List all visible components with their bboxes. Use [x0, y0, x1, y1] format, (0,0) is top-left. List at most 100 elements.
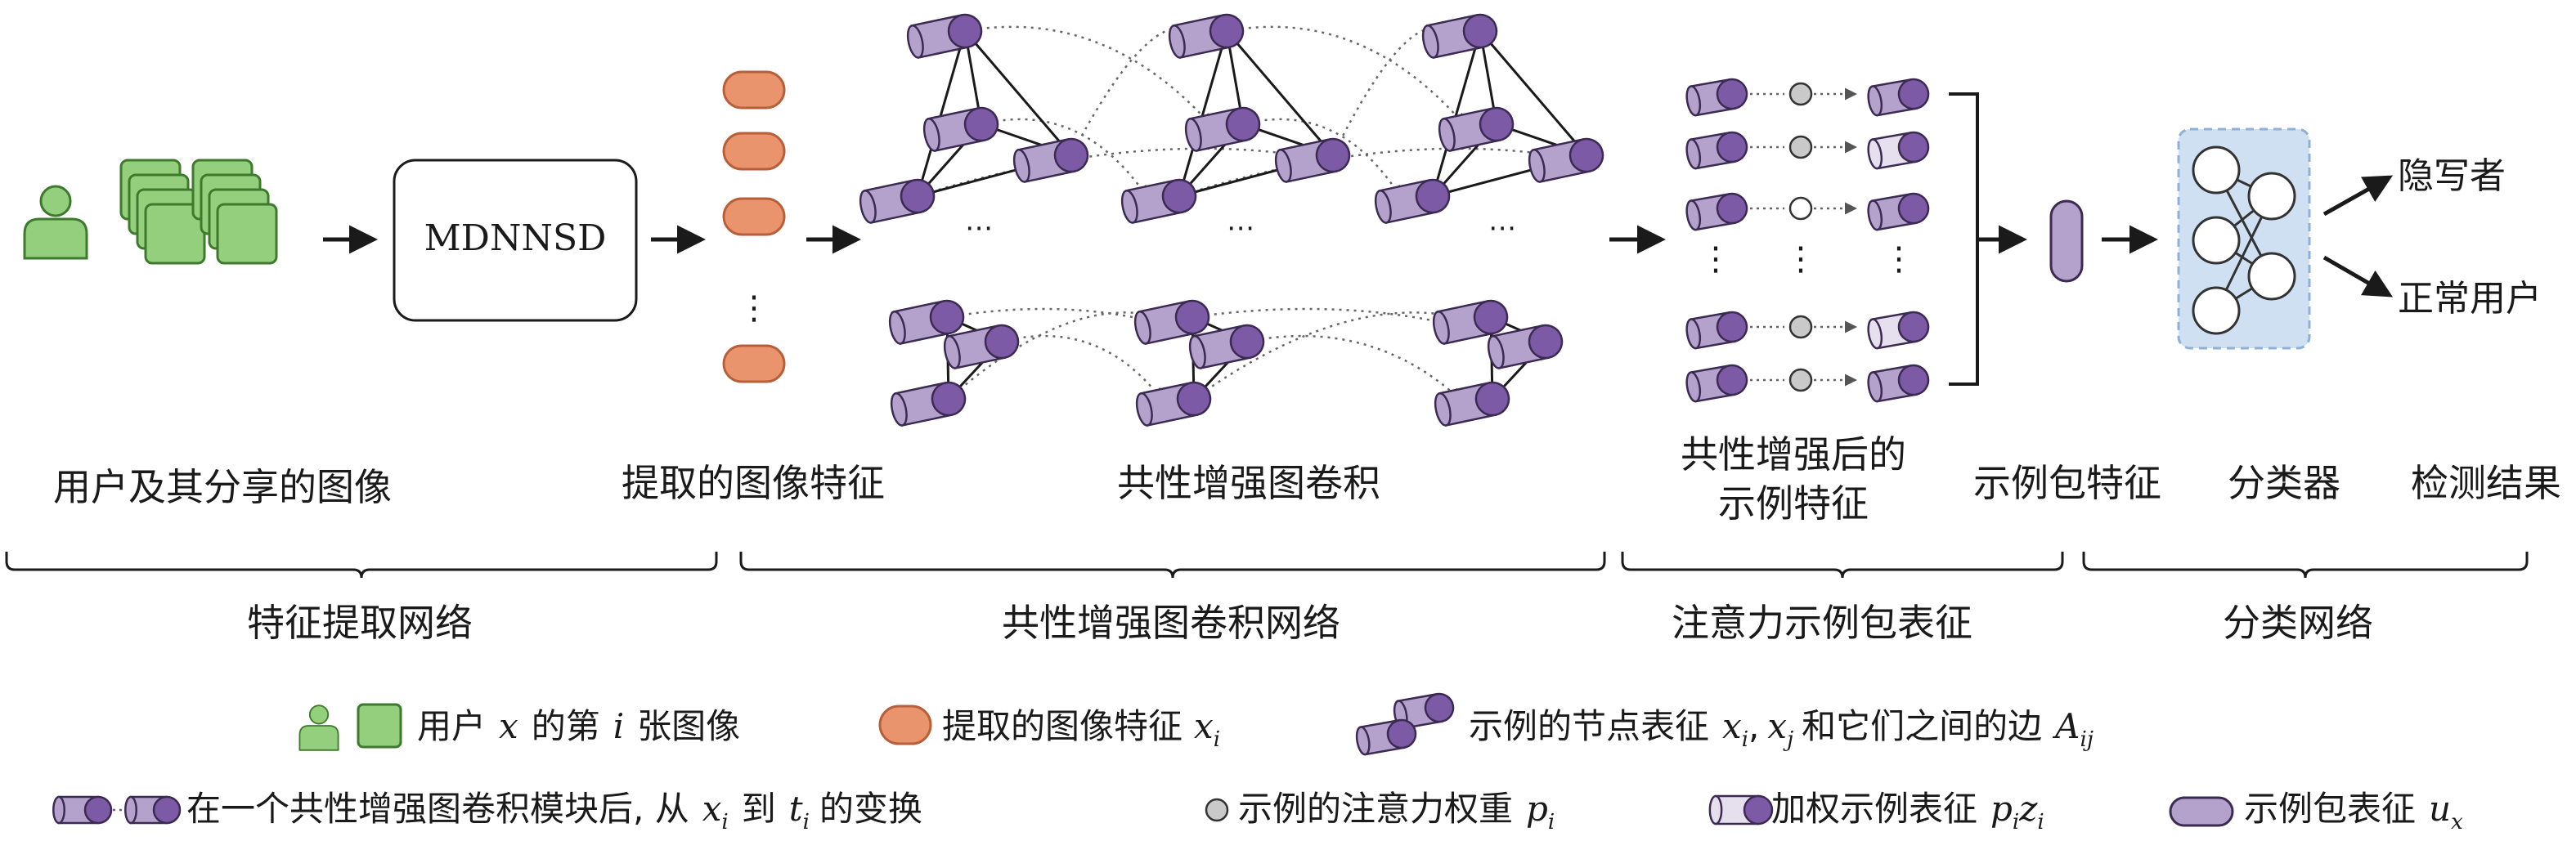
graph-node [1432, 299, 1509, 345]
graph-edge [1479, 30, 1588, 156]
section-attention-bag: 注意力示例包表征 [1672, 601, 1972, 645]
bag-feature-pill [2049, 199, 2084, 283]
attention-weight [1788, 315, 1813, 339]
enhanced-node [1685, 311, 1748, 350]
image-stack-icon [191, 159, 278, 265]
graph-node [1135, 381, 1212, 427]
attention-weight [1788, 368, 1813, 392]
brace-cegc [739, 552, 1606, 579]
legend-feature-icon [878, 705, 932, 745]
graph-edge [1225, 30, 1335, 156]
graph-ellipsis-3: ⋯ [1488, 212, 1516, 244]
graph-node [1434, 381, 1510, 427]
attention-weight [1788, 196, 1813, 221]
caption-extracted-features: 提取的图像特征 [622, 461, 885, 505]
legend-user-icon [298, 705, 339, 751]
extracted-feature-stack [722, 70, 786, 383]
arrow-to-normal [2322, 255, 2394, 298]
graph-node [1438, 106, 1515, 152]
features-vertical-ellipsis: ⋮ [738, 289, 770, 327]
nn-neuron [2247, 172, 2296, 221]
enhanced-node [1685, 131, 1748, 170]
graph-edge [1178, 30, 1228, 197]
neural-net-icon [2177, 128, 2311, 350]
transform-link [1070, 20, 1196, 156]
caption-classifier: 分类器 [2228, 461, 2340, 505]
transform-link [1193, 309, 1461, 400]
graph-node [922, 106, 999, 152]
legend-weighted-icon [1708, 794, 1774, 825]
graph-node [890, 381, 967, 427]
legend-cylinder-a [1393, 692, 1455, 730]
merge-bracket [1949, 92, 1979, 386]
transform-link [1226, 25, 1465, 127]
graph-edge [916, 30, 967, 197]
legend-image-icon [357, 703, 402, 749]
legend-weighted-cylinder [1708, 794, 1774, 825]
graph-node [1012, 137, 1089, 183]
weighted-node [1867, 78, 1930, 117]
graph-node [943, 324, 1020, 369]
graph-edge [963, 30, 1073, 156]
brace-attention [1621, 552, 2064, 579]
feature-pill [722, 197, 786, 236]
graph-node [1188, 324, 1265, 369]
transform-link [1246, 334, 1462, 401]
caption-enhanced-line1: 共性增强后的 [1681, 432, 1906, 476]
enhanced-node [1685, 78, 1748, 117]
enhanced-node [1685, 364, 1748, 403]
user-icon [23, 185, 88, 260]
caption-detection-result: 检测结果 [2411, 461, 2561, 505]
transform-link [1001, 334, 1163, 401]
output-normal-user: 正常用户 [2398, 278, 2542, 320]
enhanced-node [1685, 192, 1748, 231]
feature-pill [722, 70, 786, 110]
feature-pill [722, 344, 786, 383]
caption-enhanced-line2: 示例特征 [1718, 481, 1869, 526]
attention-weight [1788, 82, 1813, 106]
graph-node [859, 178, 936, 224]
legend-bag-icon [2169, 796, 2234, 827]
attn-ellipsis-mid: ⋮ [1784, 240, 1817, 278]
graph-node [1168, 13, 1245, 59]
arrow-to-steganographer [2322, 175, 2394, 217]
graph-ellipsis-1: ⋯ [965, 212, 993, 244]
weighted-node [1867, 364, 1930, 403]
attn-ellipsis-left: ⋮ [1699, 240, 1732, 278]
attn-ellipsis-right: ⋮ [1883, 240, 1915, 278]
nn-neuron [2247, 252, 2296, 301]
legend-attention-icon [1205, 798, 1229, 822]
feature-pill [722, 132, 786, 171]
legend-transform-from [52, 795, 113, 825]
legend-transform-to [124, 795, 182, 825]
graph-node [1374, 178, 1451, 224]
brace-classification [2082, 552, 2529, 579]
brace-feature-extraction [5, 552, 718, 579]
graph-node [906, 13, 983, 59]
graph-edge [1431, 30, 1482, 197]
output-steganographer: 隐写者 [2398, 155, 2506, 197]
transform-link [964, 25, 1213, 127]
legend-transform-icon [52, 795, 182, 825]
nn-neuron [2192, 145, 2241, 195]
graph-node [1133, 299, 1210, 345]
section-classification: 分类网络 [2223, 601, 2373, 645]
cegc-graphs [859, 13, 1604, 427]
nn-neuron [2192, 216, 2241, 265]
nn-neuron [2192, 286, 2241, 335]
graph-node [1274, 137, 1351, 183]
caption-cegc: 共性增强图卷积 [1117, 461, 1380, 505]
mdnnsd-box: MDNNSD [393, 159, 638, 322]
attention-rows [1685, 78, 1930, 403]
section-cegc-network: 共性增强图卷积网络 [1002, 601, 1340, 645]
graph-node [888, 299, 965, 345]
transform-link [917, 147, 1303, 198]
transform-link [946, 307, 1217, 344]
